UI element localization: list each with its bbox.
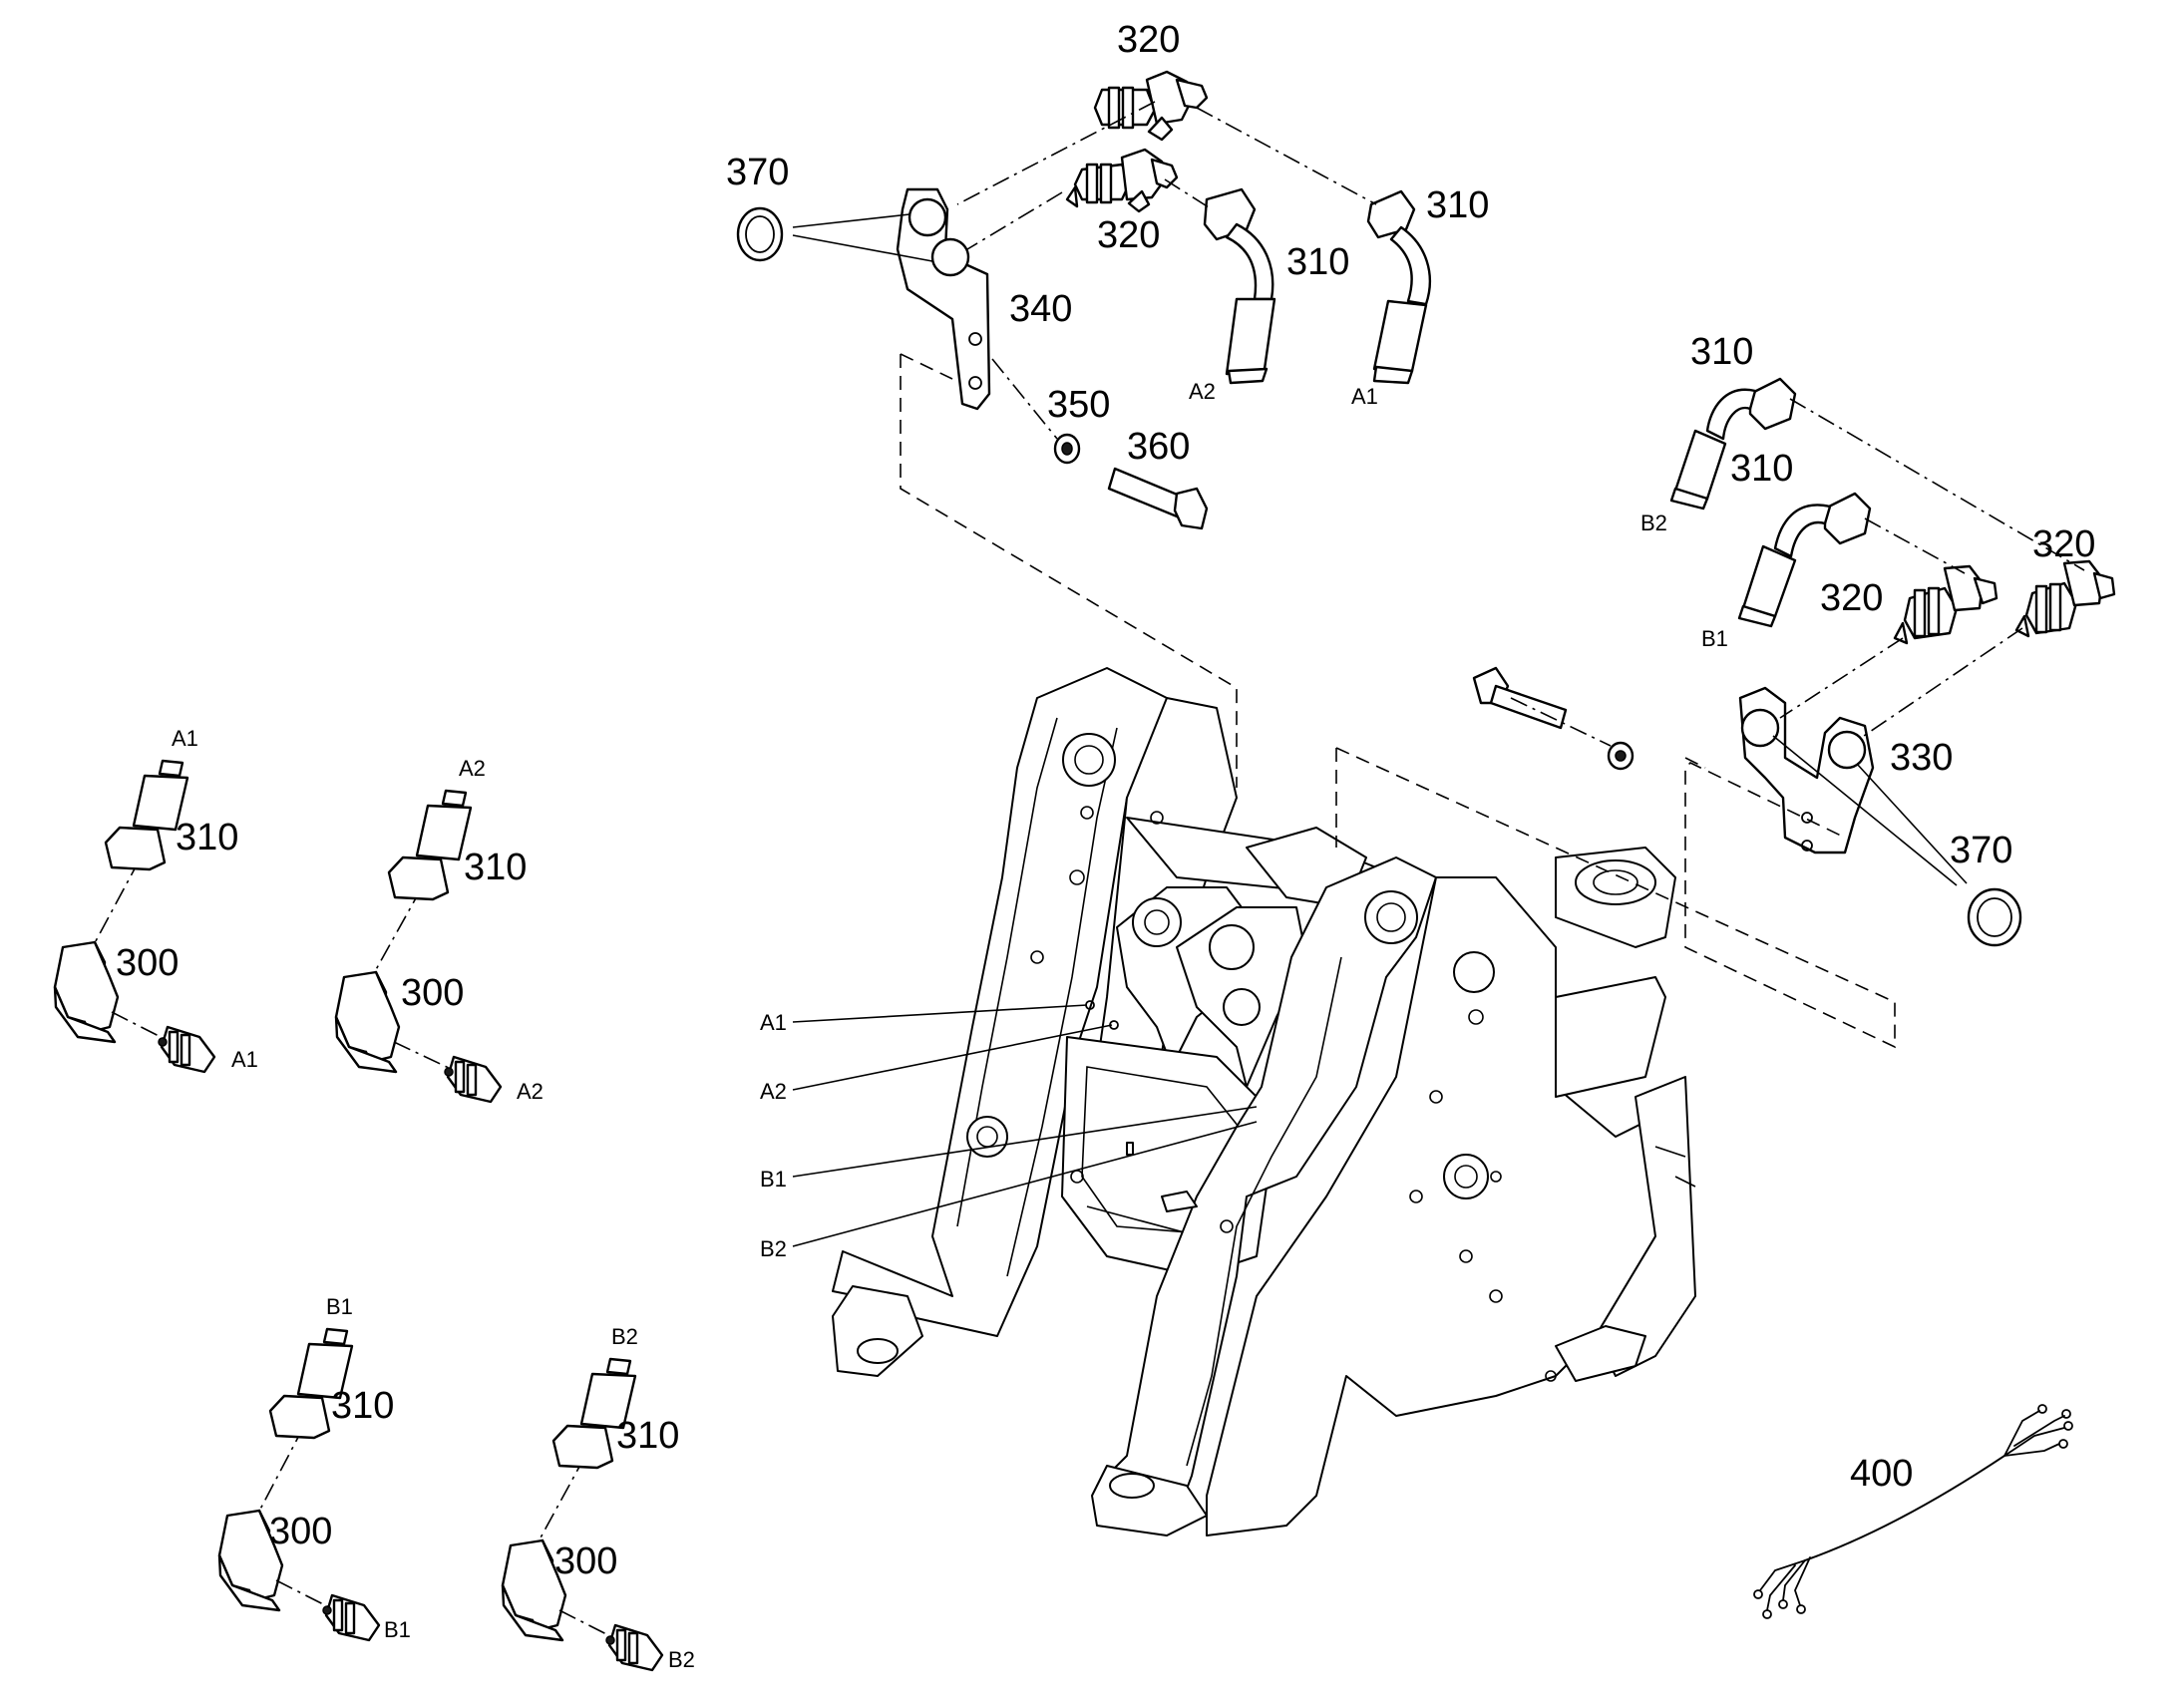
callout-400: 400 <box>1850 1453 1913 1495</box>
port-label-b1-hose: B1 <box>1701 626 1728 651</box>
callout-300-module-a1: 300 <box>116 942 179 984</box>
port-label-module-a2-top: A2 <box>459 756 486 781</box>
port-label-b2-hose: B2 <box>1640 511 1667 535</box>
port-leaders <box>792 213 1968 1247</box>
callout-labels: 320 370 320 310 310 340 350 360 310 310 … <box>116 19 2095 1582</box>
callout-370-left: 370 <box>726 152 789 193</box>
bracket-330 <box>1738 686 1875 854</box>
hose-310-a1 <box>1366 189 1431 385</box>
port-label-a1-hose: A1 <box>1351 384 1378 409</box>
callout-320-mid: 320 <box>1097 214 1160 256</box>
callout-310-hose-b2: 310 <box>1690 331 1753 373</box>
callout-360: 360 <box>1127 426 1190 468</box>
elbow-fitting-320-top <box>1093 70 1209 142</box>
elbow-fitting-320-mid <box>1065 148 1179 213</box>
module-b2 <box>501 1357 664 1672</box>
callout-310-module-b1: 310 <box>331 1385 394 1427</box>
port-label-module-b2-sensor: B2 <box>668 1647 695 1672</box>
port-label-main-b1: B1 <box>760 1167 787 1192</box>
callout-350: 350 <box>1047 384 1110 426</box>
port-label-module-a2-sensor: A2 <box>517 1079 544 1104</box>
pressure-sensor-a1 <box>158 1025 216 1074</box>
callout-340: 340 <box>1009 288 1072 330</box>
elbow-fitting-320-right-a <box>1893 564 1998 645</box>
port-label-module-a1-sensor: A1 <box>231 1047 258 1072</box>
callout-320-right-a: 320 <box>1820 577 1883 619</box>
port-label-module-b1-sensor: B1 <box>384 1617 411 1642</box>
hose-310-b1 <box>1737 492 1872 628</box>
callout-310-module-b2: 310 <box>616 1415 679 1457</box>
port-label-main-b2: B2 <box>760 1236 787 1261</box>
callout-320-top: 320 <box>1117 19 1180 61</box>
assembly-lines <box>89 101 2085 1551</box>
port-label-main-a1: A1 <box>760 1010 787 1035</box>
port-labels: A2 A1 B2 B1 A1 A2 B1 B2 A1 A1 A2 A2 B1 B… <box>172 379 1728 1672</box>
port-label-main-a2: A2 <box>760 1079 787 1104</box>
callout-300-module-b2: 300 <box>554 1540 617 1582</box>
callout-310-module-a1: 310 <box>176 817 238 858</box>
callout-310-hose-a2: 310 <box>1286 241 1349 283</box>
loader-frame <box>832 667 1696 1537</box>
callout-330: 330 <box>1890 737 1953 779</box>
o-ring-370-left <box>736 206 784 262</box>
pressure-sensor-b1 <box>322 1593 381 1642</box>
wire-harness-400 <box>1753 1404 2073 1619</box>
callout-320-right-b: 320 <box>2032 523 2095 565</box>
port-label-module-b2-top: B2 <box>611 1324 638 1349</box>
callout-310-hose-a1: 310 <box>1426 184 1489 226</box>
hose-310-a2 <box>1203 187 1276 385</box>
bolt-right <box>1472 666 1568 730</box>
port-label-a2-hose: A2 <box>1189 379 1216 404</box>
callout-310-module-a2: 310 <box>464 847 527 888</box>
module-a1 <box>53 759 216 1074</box>
callout-370-right: 370 <box>1950 830 2012 871</box>
module-b1 <box>217 1327 381 1642</box>
pressure-sensor-b2 <box>605 1623 664 1672</box>
elbow-fitting-320-right-b <box>2014 559 2116 638</box>
port-label-module-b1-top: B1 <box>326 1294 353 1319</box>
callout-310-hose-b1: 310 <box>1730 448 1793 490</box>
o-ring-370-right <box>1967 887 2022 947</box>
port-label-module-a1-top: A1 <box>172 726 198 751</box>
pressure-sensor-a2 <box>444 1055 503 1104</box>
callout-300-module-b1: 300 <box>269 1511 332 1552</box>
bolt-360 <box>1107 467 1209 530</box>
callout-300-module-a2: 300 <box>401 972 464 1014</box>
bracket-340 <box>896 187 991 411</box>
hose-310-b2 <box>1669 377 1797 511</box>
module-a2 <box>334 789 503 1104</box>
